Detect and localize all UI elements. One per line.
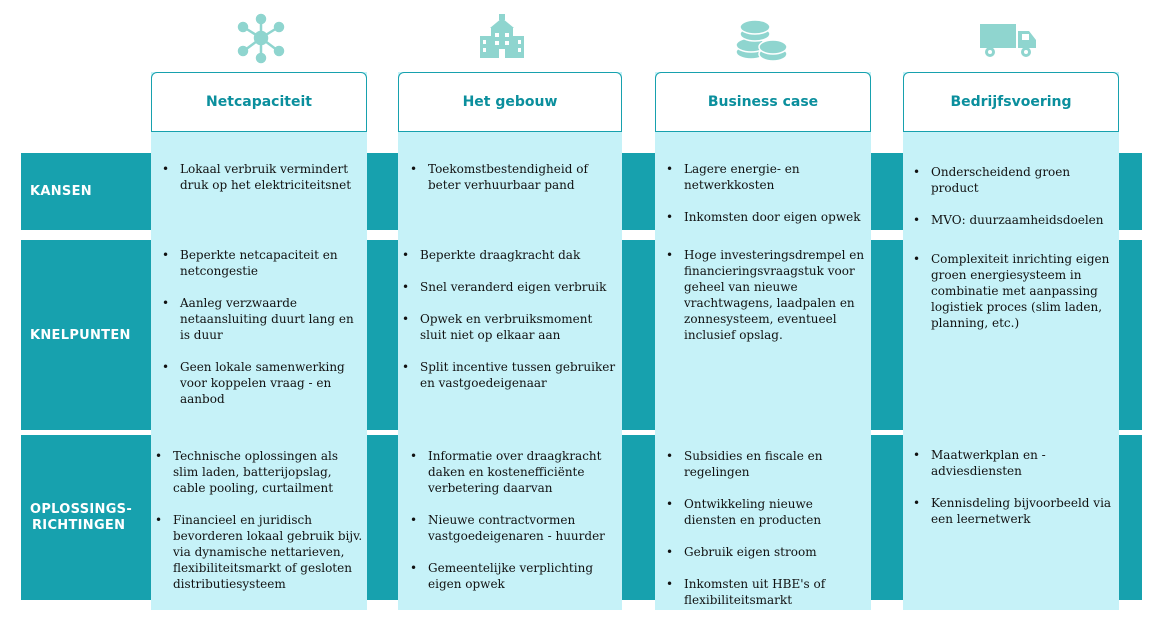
bullet-item: Kennisdeling bijvoorbeeld via een leerne… xyxy=(913,495,1113,527)
row-label-oplossingsrichtingen: OPLOSSINGS- RICHTINGEN xyxy=(30,502,132,534)
bullet-item: Inkomsten door eigen opwek xyxy=(666,209,871,225)
bullet-item: Subsidies en fiscale en regelingen xyxy=(666,448,866,480)
bullet-item: Lagere energie- en netwerkkosten xyxy=(666,161,871,193)
bullet-item: Onderscheidend groen product xyxy=(913,164,1113,196)
cell-knelpunten-business-case: Hoge investeringsdrempel en financiering… xyxy=(666,247,866,359)
cell-oplossingsrichtingen-netcapaciteit: Technische oplossingen als slim laden, b… xyxy=(155,448,367,608)
bullet-item: Lokaal verbruik vermindert druk op het e… xyxy=(162,161,362,193)
building-icon xyxy=(480,14,524,58)
row-label-line-2: RICHTINGEN xyxy=(32,518,126,533)
bullet-item: Inkomsten uit HBE's of flexibiliteitsmar… xyxy=(666,576,866,608)
bullet-item: Technische oplossingen als slim laden, b… xyxy=(155,448,367,496)
bullet-item: Gebruik eigen stroom xyxy=(666,544,866,560)
cell-kansen-netcapaciteit: Lokaal verbruik vermindert druk op het e… xyxy=(162,161,362,209)
bullet-item: Ontwikkeling nieuwe diensten en producte… xyxy=(666,496,866,528)
column-header-bedrijfsvoering: Bedrijfsvoering xyxy=(903,72,1119,132)
cell-knelpunten-netcapaciteit: Beperkte netcapaciteit en netcongestieAa… xyxy=(162,247,362,423)
bullet-item: Geen lokale samenwerking voor koppelen v… xyxy=(162,359,362,407)
truck-icon xyxy=(980,24,1036,57)
cell-kansen-bedrijfsvoering: Onderscheidend groen productMVO: duurzaa… xyxy=(913,164,1113,244)
row-label-kansen: KANSEN xyxy=(30,184,92,199)
bullet-item: Split incentive tussen gebruiker en vast… xyxy=(402,359,620,391)
column-header-het-gebouw: Het gebouw xyxy=(398,72,622,132)
bullet-item: Maatwerkplan en - adviesdiensten xyxy=(913,447,1113,479)
cell-oplossingsrichtingen-het-gebouw: Informatie over draagkracht daken en kos… xyxy=(410,448,615,608)
network-nodes-icon xyxy=(237,13,285,64)
bullet-item: Nieuwe contractvormen vastgoedeigenaren … xyxy=(410,512,615,544)
coins-icon xyxy=(735,19,788,62)
bullet-item: Aanleg verzwaarde netaansluiting duurt l… xyxy=(162,295,362,343)
bullet-item: Opwek en verbruiksmoment sluit niet op e… xyxy=(402,311,620,343)
column-title: Het gebouw xyxy=(462,94,558,110)
cell-knelpunten-het-gebouw: Beperkte draagkracht dakSnel veranderd e… xyxy=(402,247,620,407)
column-title: Business case xyxy=(707,94,819,110)
cell-oplossingsrichtingen-business-case: Subsidies en fiscale en regelingenOntwik… xyxy=(666,448,866,624)
bullet-item: Gemeentelijke verplichting eigen opwek xyxy=(410,560,615,592)
cell-knelpunten-bedrijfsvoering: Complexiteit inrichting eigen groen ener… xyxy=(913,251,1113,347)
bullet-item: MVO: duurzaamheidsdoelen xyxy=(913,212,1113,228)
bullet-item: Beperkte draagkracht dak xyxy=(402,247,620,263)
row-label-line-1: OPLOSSINGS- xyxy=(30,502,133,517)
bullet-item: Informatie over draagkracht daken en kos… xyxy=(410,448,615,496)
column-header-business-case: Business case xyxy=(655,72,871,132)
cell-oplossingsrichtingen-bedrijfsvoering: Maatwerkplan en - adviesdienstenKennisde… xyxy=(913,447,1113,543)
row-label-knelpunten: KNELPUNTEN xyxy=(30,328,131,343)
bullet-item: Snel veranderd eigen verbruik xyxy=(402,279,620,295)
bullet-item: Beperkte netcapaciteit en netcongestie xyxy=(162,247,362,279)
bullet-item: Hoge investeringsdrempel en financiering… xyxy=(666,247,866,343)
bullet-item: Complexiteit inrichting eigen groen ener… xyxy=(913,251,1113,331)
column-header-netcapaciteit: Netcapaciteit xyxy=(151,72,367,132)
column-title: Bedrijfsvoering xyxy=(950,94,1072,110)
cell-kansen-business-case: Lagere energie- en netwerkkostenInkomste… xyxy=(666,161,871,241)
column-title: Netcapaciteit xyxy=(206,94,312,110)
bullet-item: Toekomstbestendigheid of beter verhuurba… xyxy=(410,161,615,193)
bullet-item: Financieel en juridisch bevorderen lokaa… xyxy=(155,512,367,592)
cell-kansen-het-gebouw: Toekomstbestendigheid of beter verhuurba… xyxy=(410,161,615,209)
